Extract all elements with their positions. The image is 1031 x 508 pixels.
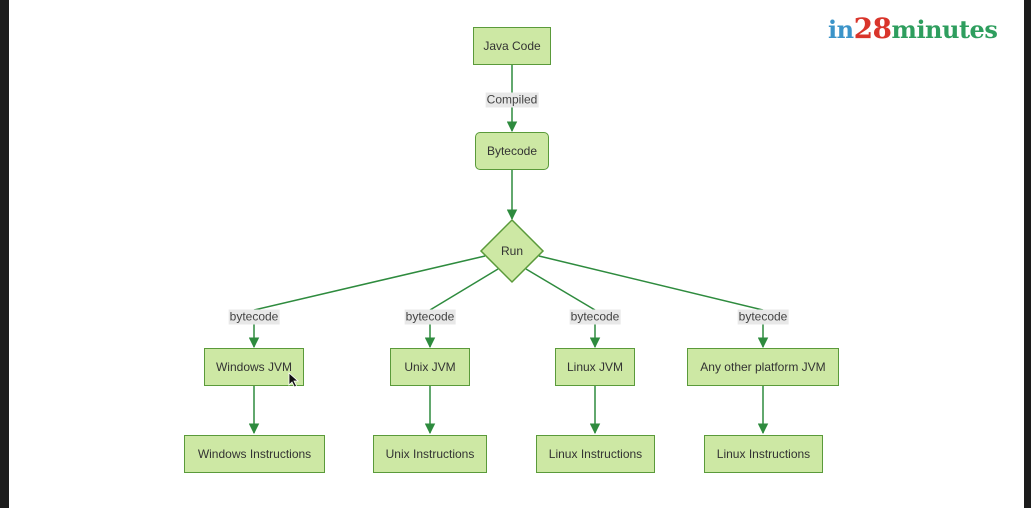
logo-prefix: in — [828, 15, 854, 44]
logo-suffix: minutes — [891, 15, 998, 44]
edge-run-to-windows — [253, 255, 486, 311]
edge-label-bytecode-linux: bytecode — [569, 309, 621, 325]
edge-run-to-linux — [525, 268, 596, 311]
node-java-code[interactable]: Java Code — [473, 27, 551, 65]
node-other-platform-jvm[interactable]: Any other platform JVM — [687, 348, 839, 386]
edge-label-bytecode-windows: bytecode — [228, 309, 280, 325]
node-bytecode[interactable]: Bytecode — [475, 132, 549, 170]
node-linux-jvm[interactable]: Linux JVM — [555, 348, 635, 386]
diagram-canvas: in28minutes Java Code Compiled Bytecode … — [9, 0, 1024, 508]
node-unix-jvm[interactable]: Unix JVM — [390, 348, 470, 386]
node-run-label: Run — [500, 244, 524, 258]
edge-label-compiled: Compiled — [485, 92, 539, 108]
in28minutes-logo: in28minutes — [828, 12, 998, 45]
edge-run-to-unix — [429, 268, 499, 311]
node-windows-instructions[interactable]: Windows Instructions — [184, 435, 325, 473]
edge-label-bytecode-unix: bytecode — [404, 309, 456, 325]
logo-number: 28 — [853, 12, 892, 45]
node-linux-instructions-1[interactable]: Linux Instructions — [536, 435, 655, 473]
node-unix-instructions[interactable]: Unix Instructions — [373, 435, 487, 473]
edges-layer — [248, 64, 769, 435]
edge-run-to-other — [538, 255, 764, 311]
run-diamond[interactable] — [479, 218, 545, 284]
edge-label-bytecode-other: bytecode — [737, 309, 789, 325]
node-linux-instructions-2[interactable]: Linux Instructions — [704, 435, 823, 473]
mouse-cursor-icon — [288, 372, 300, 388]
node-windows-jvm[interactable]: Windows JVM — [204, 348, 304, 386]
